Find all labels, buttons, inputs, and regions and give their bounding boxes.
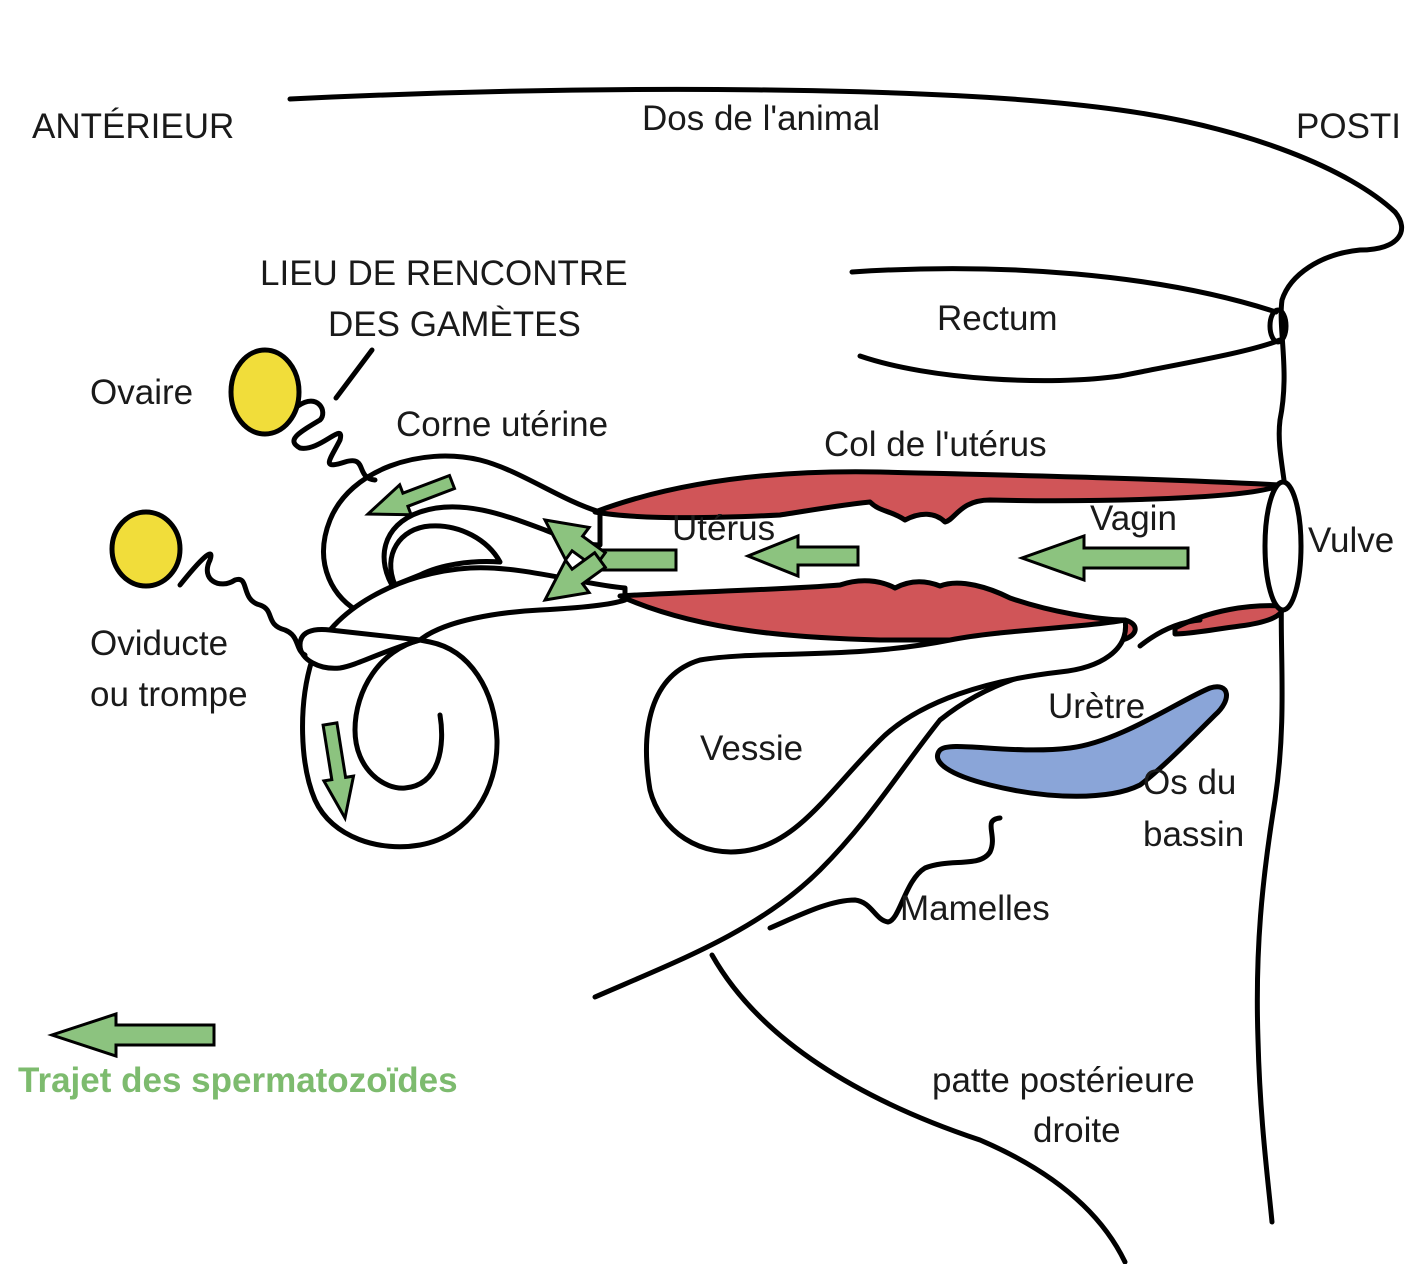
label-oviduct-line1: Oviducte xyxy=(90,624,228,663)
legend-arrow-shape xyxy=(52,1014,214,1056)
lower-horn xyxy=(303,568,625,847)
label-meeting-line2: DES GAMÈTES xyxy=(328,305,581,344)
label-udders: Mamelles xyxy=(900,889,1050,928)
legend-arrow-icon xyxy=(52,1014,214,1056)
label-bladder: Vessie xyxy=(700,729,803,768)
label-urethra: Urètre xyxy=(1048,687,1145,726)
label-meeting-line1: LIEU DE RENCONTRE xyxy=(260,254,628,293)
label-ovary: Ovaire xyxy=(90,373,193,412)
label-pelvis-line1: Os du xyxy=(1143,763,1236,802)
label-pelvis-line2: bassin xyxy=(1143,815,1244,854)
rectum xyxy=(852,269,1286,381)
label-cervix: Col de l'utérus xyxy=(824,425,1047,464)
legend-label: Trajet des spermatozoïdes xyxy=(18,1061,458,1100)
label-hind-leg-line2: droite xyxy=(1033,1111,1121,1150)
label-posterior: POSTI xyxy=(1296,107,1401,146)
upper-oviduct xyxy=(294,401,375,480)
label-back: Dos de l'animal xyxy=(642,99,880,138)
legend: Trajet des spermatozoïdes xyxy=(18,1014,458,1100)
ovary-lower xyxy=(112,512,180,586)
label-rectum: Rectum xyxy=(937,299,1058,338)
label-uterus: Utérus xyxy=(672,509,775,548)
meeting-pointer xyxy=(336,350,372,398)
label-uterine-horn: Corne utérine xyxy=(396,405,608,444)
arrow-uterus-body xyxy=(596,550,676,570)
label-hind-leg-line1: patte postérieure xyxy=(932,1061,1195,1100)
arrow-vagina xyxy=(1022,536,1188,580)
vulva xyxy=(1265,482,1301,610)
ovary-upper xyxy=(231,350,299,434)
label-oviduct-line2: ou trompe xyxy=(90,675,248,714)
label-vagina: Vagin xyxy=(1090,499,1177,538)
leg-line xyxy=(712,955,1125,1262)
uterus-cervix xyxy=(595,472,1301,646)
label-vulva: Vulve xyxy=(1308,521,1394,560)
label-anterior: ANTÉRIEUR xyxy=(32,107,234,146)
